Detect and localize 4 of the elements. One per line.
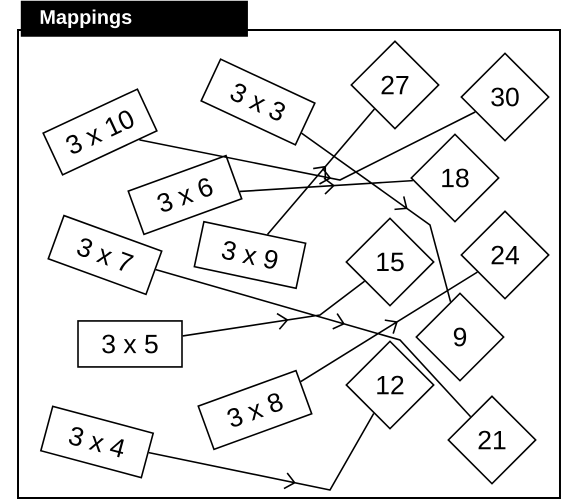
expression-box: 3 x 3 xyxy=(200,58,316,146)
expression-box: 3 x 5 xyxy=(77,320,183,368)
title-tab: Mappings xyxy=(20,0,248,37)
expression-box: 3 x 10 xyxy=(42,88,158,176)
